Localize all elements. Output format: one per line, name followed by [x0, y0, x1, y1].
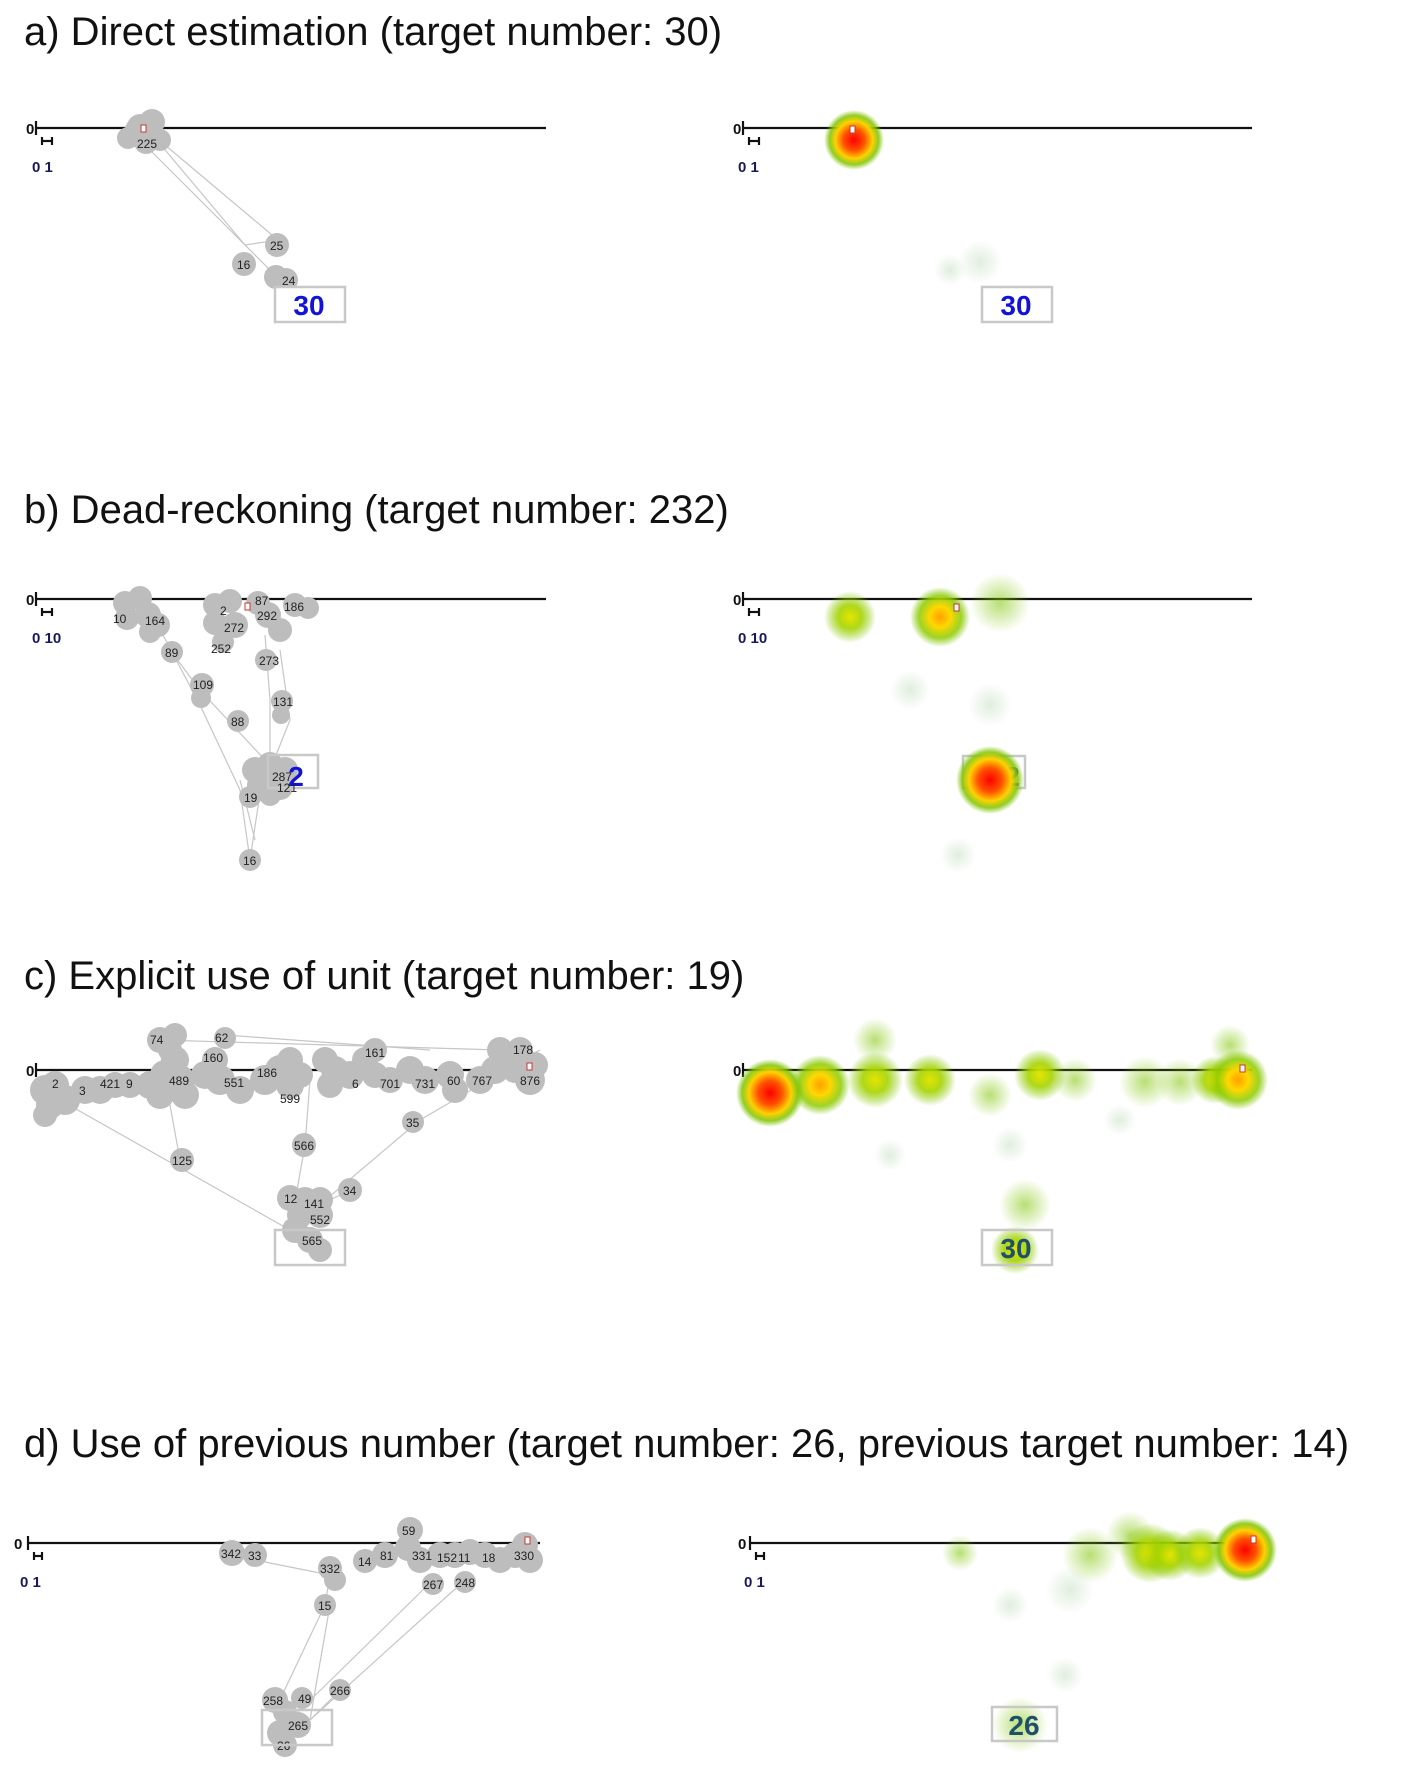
panel-b-node-19: 19 — [244, 791, 258, 805]
panel-d-node-267: 267 — [423, 1578, 443, 1592]
panel-b-node-273: 273 — [259, 654, 279, 668]
svg-text:0: 0 — [26, 592, 34, 609]
panel-d-node-33: 33 — [248, 1549, 262, 1563]
svg-text:0: 0 — [26, 1063, 34, 1080]
panel-a-heat-target: 30 — [1000, 290, 1031, 321]
panel-d-node-266: 266 — [330, 1684, 350, 1698]
panel-d-node-258: 258 — [263, 1694, 283, 1708]
panel-c-node-74: 74 — [150, 1033, 164, 1047]
panel-a-node-25: 25 — [270, 239, 284, 253]
panel-c-node-35: 35 — [406, 1116, 420, 1130]
panel-d-node-331: 331 — [412, 1549, 432, 1563]
panel-c-node-6: 6 — [352, 1077, 359, 1091]
svg-text:0: 0 — [738, 1536, 746, 1553]
panel-c-node-34: 34 — [343, 1184, 357, 1198]
panel-d-heatmap: 0 0 1 26 — [738, 1511, 1277, 1753]
panel-c-node-60: 60 — [447, 1074, 461, 1088]
panel-c-heatmap: 0 30 — [733, 1018, 1268, 1274]
panel-c-node-186: 186 — [257, 1066, 277, 1080]
panel-d-heat-target: 26 — [1008, 1710, 1039, 1741]
panel-c-node-62: 62 — [215, 1031, 229, 1045]
panel-b-node-10: 10 — [113, 612, 127, 626]
panel-a-node-24: 24 — [282, 274, 296, 288]
panel-d-node-330: 330 — [514, 1549, 534, 1563]
panel-c-node-3: 3 — [79, 1084, 86, 1098]
panel-d-title: d) Use of previous number (target number… — [24, 1422, 1350, 1466]
panel-d-node-248: 248 — [455, 1576, 475, 1590]
panel-c-node-552: 552 — [310, 1213, 330, 1227]
panel-c-title: c) Explicit use of unit (target number: … — [24, 954, 745, 998]
panel-b-node-109: 109 — [193, 678, 213, 692]
svg-text:0 1: 0 1 — [744, 1574, 765, 1591]
panel-b-title: b) Dead-reckoning (target number: 232) — [24, 488, 729, 532]
panel-b-node-87: 87 — [255, 594, 269, 608]
panel-a-heatmap: 0 0 1 30 — [733, 110, 1252, 324]
panel-a-node-225: 225 — [137, 137, 157, 151]
panel-b-node-292: 292 — [257, 609, 277, 623]
panel-c-node-125: 125 — [172, 1154, 192, 1168]
panel-b-node-131: 131 — [273, 695, 293, 709]
panel-a-target-number: 30 — [293, 290, 324, 321]
svg-text:0 10: 0 10 — [738, 630, 767, 647]
svg-text:2: 2 — [288, 761, 304, 792]
panel-c-node-731: 731 — [415, 1077, 435, 1091]
panel-c-node-2: 2 — [52, 1077, 59, 1091]
panel-b-node-252: 252 — [211, 642, 231, 656]
panel-d-node-49: 49 — [298, 1692, 312, 1706]
panel-b-heatmap: 0 0 10 2 — [733, 573, 1252, 873]
panel-c-node-161: 161 — [365, 1046, 385, 1060]
panel-c-node-9: 9 — [126, 1077, 133, 1091]
panel-c-node-551: 551 — [224, 1076, 244, 1090]
svg-text:0: 0 — [733, 121, 741, 138]
panel-c-node-141: 141 — [304, 1197, 324, 1211]
panel-d-node-265: 265 — [288, 1719, 308, 1733]
panel-d-node-332: 332 — [320, 1562, 340, 1576]
panel-b-node-287: 287 — [272, 770, 292, 784]
panel-c-node-566: 566 — [294, 1139, 314, 1153]
panel-a-zero-label: 0 — [26, 121, 34, 138]
panel-d-node-81: 81 — [380, 1549, 394, 1563]
panel-b-path: 0 0 10 2 10 164 2 272 87 292 186 252 — [26, 586, 546, 871]
panel-c-node-599: 599 — [280, 1092, 300, 1106]
panel-c-node-12: 12 — [284, 1192, 298, 1206]
panel-d-node-152: 152 — [437, 1551, 457, 1565]
panel-a-path: 0 0 1 225 16 25 24 30 — [26, 109, 546, 324]
panel-b-node-186: 186 — [284, 600, 304, 614]
panel-c-node-160: 160 — [203, 1051, 223, 1065]
panel-b-node-164: 164 — [145, 614, 165, 628]
panel-d-node-11: 11 — [458, 1551, 471, 1565]
svg-text:0 10: 0 10 — [32, 630, 61, 647]
panel-c-node-876: 876 — [520, 1074, 540, 1088]
panel-d-node-59: 59 — [402, 1524, 416, 1538]
panel-d-node-342: 342 — [221, 1547, 241, 1561]
panel-c-path: 0 — [26, 1023, 548, 1267]
panel-c-node-178: 178 — [513, 1043, 533, 1057]
panel-d-node-14: 14 — [358, 1555, 372, 1569]
panel-b-node-272: 272 — [224, 621, 244, 635]
panel-c-node-489: 489 — [169, 1074, 189, 1088]
panel-a-title: a) Direct estimation (target number: 30) — [24, 10, 723, 54]
panel-b-node-121: 121 — [277, 781, 297, 795]
panel-c-node-767: 767 — [472, 1074, 492, 1088]
svg-text:0: 0 — [733, 1063, 741, 1080]
panel-a-target-box — [273, 285, 347, 324]
panel-a-scale-label: 0 1 — [32, 159, 53, 176]
svg-text:0: 0 — [733, 592, 741, 609]
panel-c-node-701: 701 — [380, 1077, 400, 1091]
panel-b-node-89: 89 — [165, 646, 179, 660]
panel-c-node-565: 565 — [302, 1234, 322, 1248]
panel-d-node-15: 15 — [318, 1599, 332, 1613]
panel-c-heat-target: 30 — [1000, 1233, 1031, 1264]
panel-a-node-16: 16 — [237, 258, 251, 272]
panel-b-node-2: 2 — [220, 604, 227, 618]
panel-d-node-18: 18 — [482, 1551, 496, 1565]
panel-c-node-421: 421 — [100, 1077, 120, 1091]
panel-b-node-16: 16 — [243, 854, 257, 868]
panel-d-path: 0 0 1 342 33 59 332 14 81 331 152 11 18 — [14, 1517, 543, 1757]
panel-d-scale-label: 0 1 — [20, 1574, 41, 1591]
svg-text:0 1: 0 1 — [738, 159, 759, 176]
panel-b-node-88: 88 — [231, 715, 245, 729]
svg-text:0: 0 — [14, 1536, 22, 1553]
